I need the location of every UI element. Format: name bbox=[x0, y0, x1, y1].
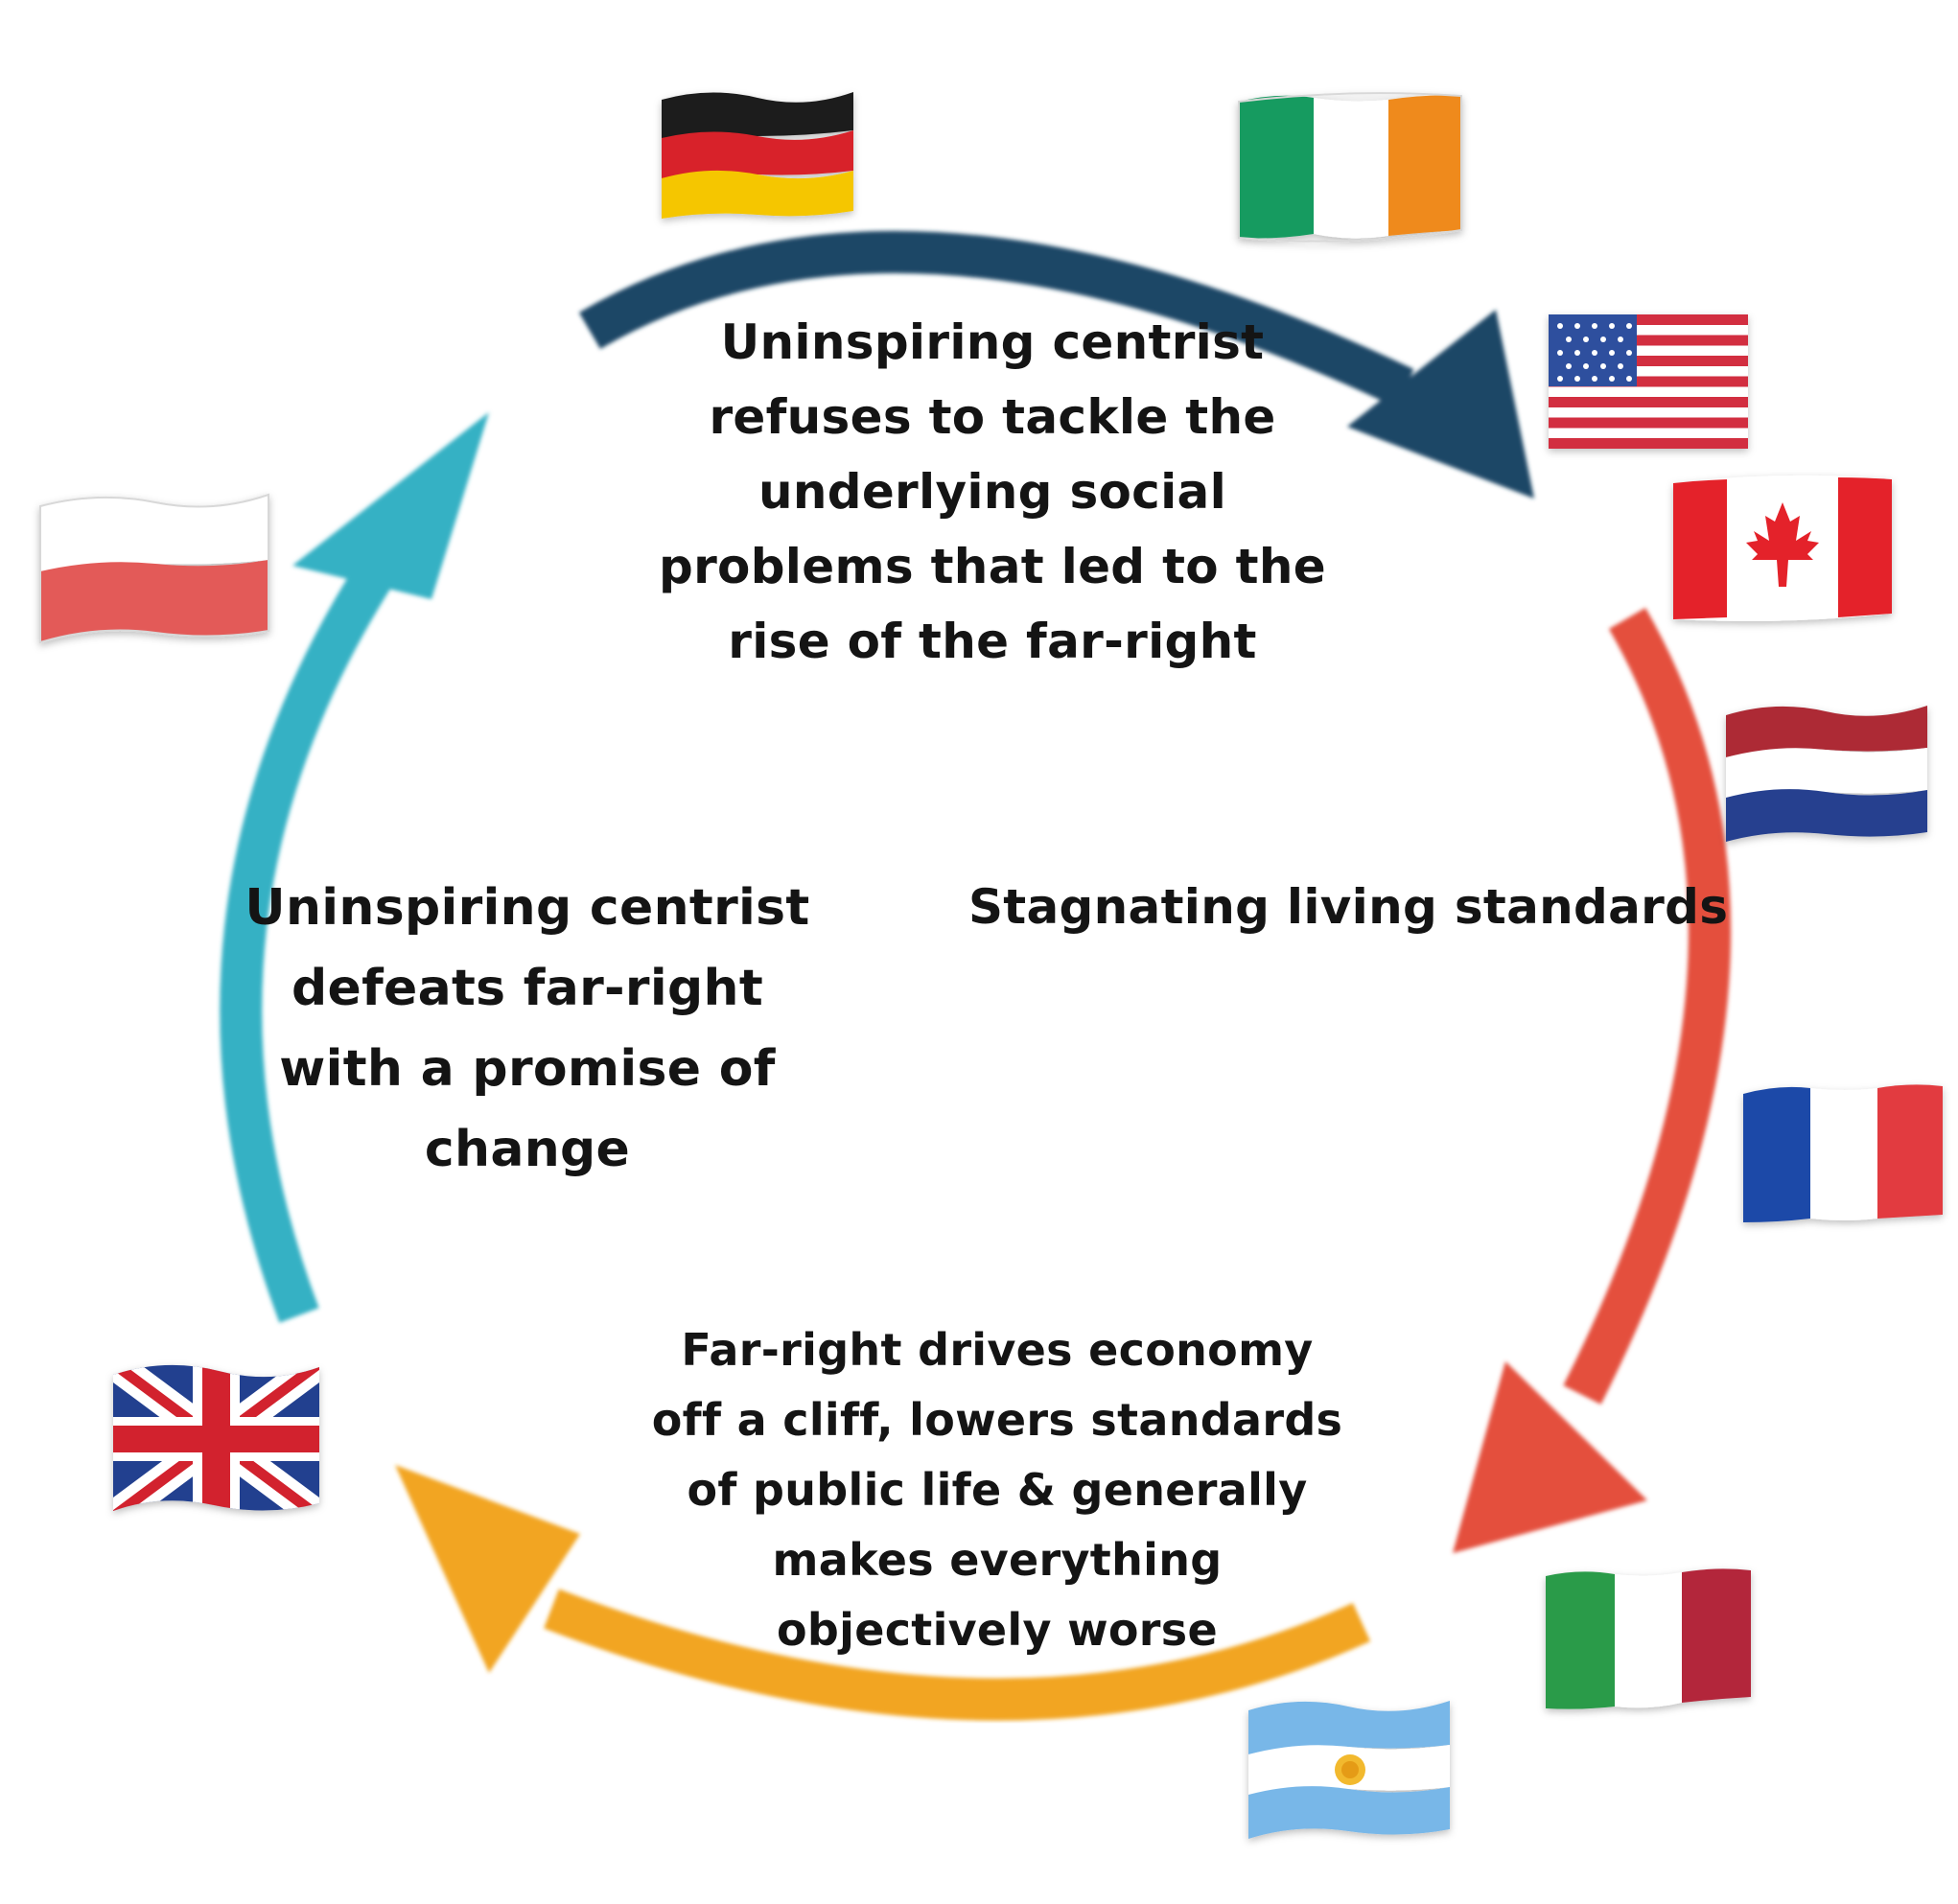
arrow-bottom bbox=[395, 1465, 1371, 1721]
step-left-text: Uninspiring centrist defeats far-right w… bbox=[245, 879, 810, 1178]
canada-flag-icon bbox=[1673, 475, 1892, 621]
arrow-right-head bbox=[1453, 1361, 1647, 1553]
step-right-text: Stagnating living standards creates fert… bbox=[968, 879, 1736, 935]
usa-flag-icon bbox=[1549, 314, 1748, 449]
arrow-left bbox=[220, 412, 489, 1323]
uk-flag-icon bbox=[113, 1364, 319, 1511]
arrow-bottom-head bbox=[395, 1465, 580, 1673]
arrow-right bbox=[1453, 608, 1731, 1553]
step-top-text: Uninspiring centrist refuses to tackle t… bbox=[659, 314, 1326, 669]
arrow-bottom-shaft bbox=[544, 1589, 1371, 1721]
italy-flag-icon bbox=[1546, 1568, 1751, 1709]
netherlands-flag-icon bbox=[1726, 706, 1927, 842]
arrow-top-head bbox=[1347, 310, 1534, 499]
germany-flag-icon bbox=[662, 92, 853, 219]
arrow-left-shaft bbox=[220, 520, 421, 1323]
argentina-flag-icon bbox=[1248, 1701, 1450, 1839]
step-bottom-text: Far-right drives economy off a cliff, lo… bbox=[651, 1324, 1343, 1656]
arrow-left-head bbox=[292, 412, 489, 599]
france-flag-icon bbox=[1743, 1084, 1943, 1222]
arrow-top-shaft bbox=[578, 231, 1414, 407]
arrow-right-shaft bbox=[1563, 608, 1731, 1405]
ireland-flag-icon bbox=[1238, 92, 1462, 243]
arrow-top bbox=[578, 231, 1534, 499]
poland-flag-icon bbox=[39, 493, 269, 644]
